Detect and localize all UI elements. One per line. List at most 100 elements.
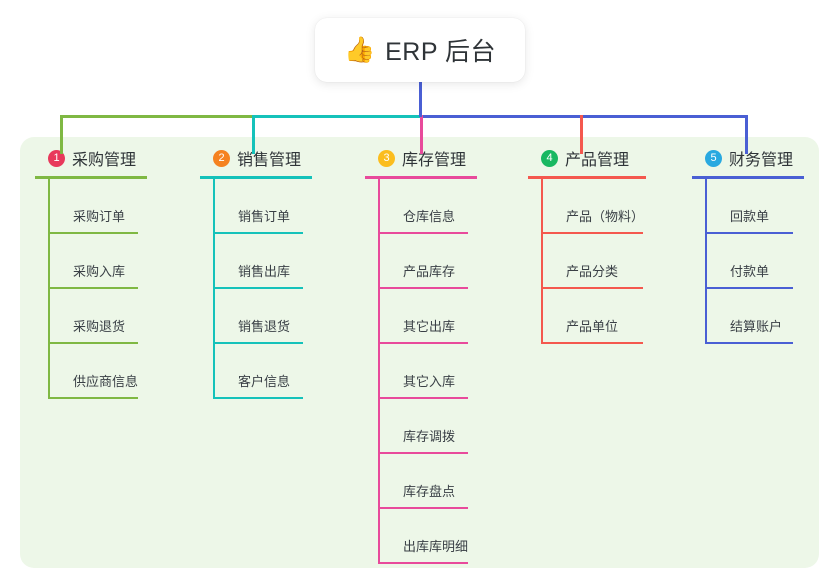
menu-item[interactable]: 其它出库 bbox=[378, 289, 515, 344]
menu-item[interactable]: 库存调拨 bbox=[378, 399, 515, 454]
menu-item[interactable]: 产品分类 bbox=[541, 234, 683, 289]
menu-item-label: 销售出库 bbox=[238, 264, 291, 279]
menu-item-label: 出库库明细 bbox=[403, 539, 469, 554]
column-underline bbox=[692, 176, 804, 179]
drop-purchasing bbox=[60, 115, 63, 154]
menu-item[interactable]: 采购订单 bbox=[48, 179, 185, 234]
column-underline bbox=[528, 176, 646, 179]
column-inventory: 3 库存管理仓库信息产品库存其它出库其它入库库存调拨库存盘点出库库明细 bbox=[365, 146, 515, 564]
drop-sales bbox=[252, 115, 255, 154]
menu-item[interactable]: 销售退货 bbox=[213, 289, 350, 344]
number-badge-icon: 2 bbox=[213, 149, 230, 167]
menu-item-underline bbox=[213, 232, 303, 234]
menu-item[interactable]: 回款单 bbox=[705, 179, 827, 234]
menu-item-label: 付款单 bbox=[730, 264, 770, 279]
menu-item-underline bbox=[705, 342, 793, 344]
menu-item-underline bbox=[48, 397, 138, 399]
menu-item[interactable]: 采购退货 bbox=[48, 289, 185, 344]
menu-item-label: 产品分类 bbox=[566, 264, 619, 279]
menu-item-label: 结算账户 bbox=[730, 319, 783, 334]
menu-item-label: 销售退货 bbox=[238, 319, 291, 334]
column-header-inventory[interactable]: 3 库存管理 bbox=[365, 146, 515, 170]
number-badge-icon: 4 bbox=[541, 149, 558, 167]
menu-item-label: 产品库存 bbox=[403, 264, 456, 279]
menu-item-underline bbox=[378, 452, 468, 454]
menu-item[interactable]: 产品单位 bbox=[541, 289, 683, 344]
menu-item-underline bbox=[48, 287, 138, 289]
menu-item[interactable]: 产品库存 bbox=[378, 234, 515, 289]
root-node-card[interactable]: 👍 ERP 后台 bbox=[315, 18, 525, 82]
menu-item-underline bbox=[378, 287, 468, 289]
menu-item-label: 仓库信息 bbox=[403, 209, 456, 224]
column-spine bbox=[705, 179, 707, 344]
column-underline bbox=[35, 176, 147, 179]
menu-item[interactable]: 销售出库 bbox=[213, 234, 350, 289]
menu-item[interactable]: 仓库信息 bbox=[378, 179, 515, 234]
menu-item[interactable]: 结算账户 bbox=[705, 289, 827, 344]
drop-inventory bbox=[420, 115, 423, 154]
column-title: 库存管理 bbox=[402, 152, 467, 169]
menu-item-underline bbox=[378, 342, 468, 344]
root-trunk-connector bbox=[419, 82, 422, 117]
menu-item-underline bbox=[541, 232, 643, 234]
menu-item-underline bbox=[705, 287, 793, 289]
column-header-finance[interactable]: 5 财务管理 bbox=[692, 146, 827, 170]
menu-item-label: 其它出库 bbox=[403, 319, 456, 334]
number-badge-icon: 3 bbox=[378, 149, 395, 167]
menu-item[interactable]: 采购入库 bbox=[48, 234, 185, 289]
menu-item-underline bbox=[541, 287, 643, 289]
menu-item[interactable]: 出库库明细 bbox=[378, 509, 515, 564]
menu-item[interactable]: 供应商信息 bbox=[48, 344, 185, 399]
menu-item-label: 采购入库 bbox=[73, 264, 126, 279]
menu-item-underline bbox=[378, 562, 468, 564]
menu-item-underline bbox=[378, 232, 468, 234]
column-underline bbox=[200, 176, 312, 179]
column-title: 产品管理 bbox=[565, 152, 630, 169]
menu-item-underline bbox=[213, 397, 303, 399]
menu-item-label: 回款单 bbox=[730, 209, 770, 224]
drop-product bbox=[580, 115, 583, 154]
menu-item-underline bbox=[213, 342, 303, 344]
drop-finance bbox=[745, 115, 748, 154]
column-items-product: 产品（物料） 产品分类产品单位 bbox=[541, 179, 683, 344]
menu-item[interactable]: 客户信息 bbox=[213, 344, 350, 399]
menu-item-label: 采购退货 bbox=[73, 319, 126, 334]
menu-item-underline bbox=[378, 507, 468, 509]
column-product: 4 产品管理产品（物料） 产品分类产品单位 bbox=[528, 146, 683, 344]
menu-item[interactable]: 其它入库 bbox=[378, 344, 515, 399]
menu-item-label: 其它入库 bbox=[403, 374, 456, 389]
bus-segment-teal bbox=[252, 115, 420, 118]
column-header-product[interactable]: 4 产品管理 bbox=[528, 146, 683, 170]
menu-item-label: 产品（物料） bbox=[566, 209, 645, 224]
menu-item-label: 采购订单 bbox=[73, 209, 126, 224]
menu-item-label: 销售订单 bbox=[238, 209, 291, 224]
column-finance: 5 财务管理回款单付款单结算账户 bbox=[692, 146, 827, 344]
column-title: 财务管理 bbox=[729, 152, 794, 169]
column-items-finance: 回款单付款单结算账户 bbox=[705, 179, 827, 344]
column-underline bbox=[365, 176, 477, 179]
column-items-purchasing: 采购订单采购入库采购退货供应商信息 bbox=[48, 179, 185, 399]
menu-item[interactable]: 付款单 bbox=[705, 234, 827, 289]
menu-item[interactable]: 销售订单 bbox=[213, 179, 350, 234]
number-badge-icon: 5 bbox=[705, 149, 722, 167]
menu-item-label: 供应商信息 bbox=[73, 374, 139, 389]
menu-item-underline bbox=[48, 342, 138, 344]
thumbs-up-icon: 👍 bbox=[343, 35, 376, 64]
diagram-panel bbox=[20, 137, 819, 568]
column-spine bbox=[48, 179, 50, 399]
menu-item-label: 库存盘点 bbox=[403, 484, 456, 499]
bus-segment-blue bbox=[420, 115, 748, 118]
menu-item-underline bbox=[48, 232, 138, 234]
menu-item[interactable]: 产品（物料） bbox=[541, 179, 683, 234]
menu-item-label: 产品单位 bbox=[566, 319, 619, 334]
column-items-inventory: 仓库信息产品库存其它出库其它入库库存调拨库存盘点出库库明细 bbox=[378, 179, 515, 564]
root-node-title: ERP 后台 bbox=[385, 38, 497, 66]
menu-item[interactable]: 库存盘点 bbox=[378, 454, 515, 509]
menu-item-underline bbox=[541, 342, 643, 344]
menu-item-label: 客户信息 bbox=[238, 374, 291, 389]
